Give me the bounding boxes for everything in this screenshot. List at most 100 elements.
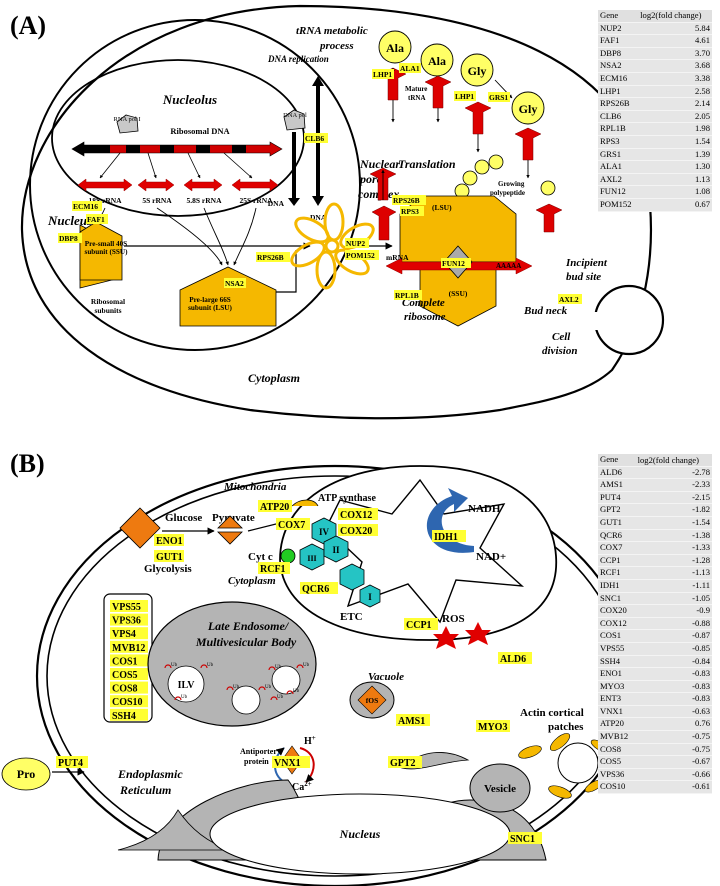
ribosomal-subunits-label-1: Ribosomal: [91, 297, 125, 306]
fold-change-cell: 0.67: [638, 198, 712, 212]
fos-label: fOS: [366, 696, 379, 705]
dna-pol-shape: [283, 109, 306, 131]
fold-change-cell: -0.67: [635, 755, 712, 769]
fold-change-cell: 3.38: [638, 72, 712, 86]
rna-pol-1-shape: [116, 114, 139, 134]
table-row: COX7-1.33: [598, 541, 712, 555]
nadh-label: NADH: [468, 503, 501, 515]
ribosomal-subunits-label-2: subunits: [94, 306, 121, 315]
ros-star-2: [465, 622, 491, 645]
gene-rpl1b: RPL1B: [395, 291, 419, 300]
gene-cell: ECM16: [598, 72, 639, 86]
npc-label-1: Nuclear: [359, 157, 400, 171]
box-gene-highlight: [110, 695, 148, 708]
gene-gut1: GUT1: [156, 552, 183, 563]
ub-label: Ub: [293, 689, 300, 694]
box-gene-label: VPS55: [112, 602, 141, 613]
fold-change-cell: -1.82: [635, 503, 712, 517]
incipient-bud: [593, 284, 665, 356]
box-gene-highlight: [110, 708, 148, 721]
table-row: COS1-0.87: [598, 629, 712, 643]
fold-change-cell: -0.83: [635, 680, 712, 694]
gene-ams1: AMS1: [398, 716, 425, 727]
ilv-label: ILV: [178, 680, 196, 691]
gene-cell: ALD6: [598, 466, 636, 480]
gene-cell: COX12: [598, 617, 636, 631]
cyt-c-shape: [280, 548, 296, 564]
h-ion-label: H+: [304, 734, 316, 747]
vesicle-label: Vesicle: [484, 783, 516, 795]
gene-labels-b: ENO1 GUT1 ATP20 COX12 COX7 COX20 RCF1 QC…: [56, 500, 542, 845]
etc-label: ETC: [340, 611, 363, 623]
gene-cell: ENT3: [598, 692, 636, 706]
vacuole-label: Vacuole: [368, 671, 404, 683]
table-row: GUT1-1.54: [598, 516, 712, 530]
fold-change-cell: 5.84: [638, 22, 712, 36]
fold-change-cell: 1.30: [638, 160, 712, 174]
incipient-label-2: bud site: [566, 271, 601, 283]
gene-cell: NSA2: [598, 59, 639, 73]
table-row: MYO3-0.83: [598, 680, 712, 694]
table-row: RCF1-1.13: [598, 566, 712, 580]
gene-nsa2: NSA2: [225, 279, 244, 288]
rrna-18s-label: 18S rRNA: [88, 196, 122, 205]
fold-change-cell: -1.54: [635, 516, 712, 530]
glucose-label: Glucose: [165, 512, 202, 524]
rna-pol-1-label: RNA pol I: [113, 116, 141, 123]
antiporter-1: Antiporter: [240, 747, 277, 756]
fold-change-cell: 3.70: [638, 47, 712, 61]
gene-ala1: ALA1: [400, 64, 420, 73]
table-row: ALD6-2.78: [598, 466, 712, 480]
table-row: GPT2-1.82: [598, 503, 712, 517]
gene-grs1: GRS1: [489, 93, 508, 102]
ubiquitin-mark: [164, 664, 172, 669]
gene-cell: CLB6: [598, 110, 639, 124]
ala-label-1: Ala: [386, 41, 404, 55]
box-gene-label: SSH4: [112, 711, 136, 722]
nucleus-outline: [29, 19, 361, 351]
table-row: COS8-0.75: [598, 743, 712, 757]
nad-label: NAD+: [476, 551, 506, 563]
fold-change-cell: -0.83: [635, 667, 712, 681]
cytoplasm-label-a: Cytoplasm: [248, 371, 300, 385]
dna-replication-label: DNA replication: [267, 54, 329, 64]
gene-rps26b-a: RPS26B: [257, 253, 284, 262]
gly-circle-2: [511, 91, 545, 125]
fold-change-cell: 3.68: [638, 59, 712, 73]
gene-cell: NUP2: [598, 22, 639, 36]
gene-cell: VNX1: [598, 705, 636, 719]
table-row: VPS36-0.66: [598, 768, 712, 782]
ub-label: Ub: [275, 665, 282, 670]
ala-circle-1: [378, 30, 412, 64]
fold-change-cell: -1.13: [635, 566, 712, 580]
pyruvate-label: Pyruvate: [212, 512, 255, 524]
table-row: COX20-0.9: [598, 604, 712, 618]
ub-label: Ub: [265, 685, 272, 690]
gene-ccp1: CCP1: [406, 620, 432, 631]
ubiquitin-mark: [258, 686, 266, 691]
gene-cell: FAF1: [598, 34, 639, 48]
actin-label-1: Actin cortical: [520, 707, 584, 719]
lsu-label: (LSU): [432, 203, 452, 212]
ub-label: Ub: [207, 663, 214, 668]
ilv-vesicle-1: [167, 665, 205, 703]
fold-change-cell: 0.76: [635, 717, 712, 732]
gene-cell: POM152: [598, 198, 639, 212]
gene-lhp1-a: LHP1: [373, 70, 392, 79]
box-gene-label: COS5: [112, 670, 138, 681]
gene-ecm16: ECM16: [73, 202, 98, 211]
cyt-c-label: Cyt c: [248, 551, 273, 563]
complete-ribosome-2: ribosome: [404, 311, 446, 323]
ilv-vesicle-3: [271, 665, 301, 695]
